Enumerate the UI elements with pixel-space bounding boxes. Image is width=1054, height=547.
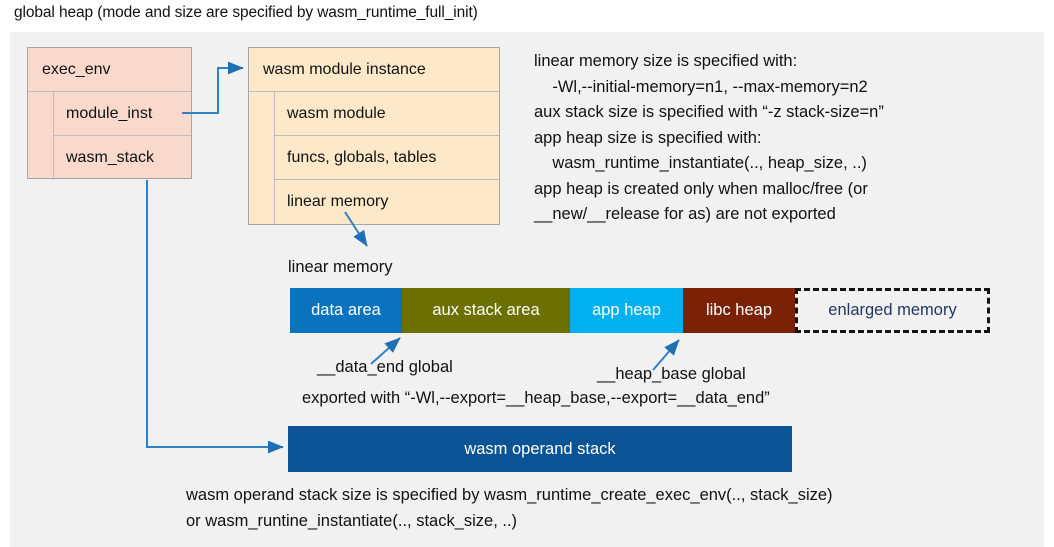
annotation-exported-with: exported with “-Wl,--export=__heap_base,… bbox=[302, 389, 770, 407]
memory-segment-enlarged-memory: enlarged memory bbox=[795, 288, 990, 333]
annotation-heap-base: __heap_base global bbox=[597, 365, 746, 383]
memory-segment-app-heap: app heap bbox=[570, 288, 683, 333]
exec-env-header: exec_env bbox=[28, 48, 191, 92]
wasm-operand-stack-box: wasm operand stack bbox=[288, 426, 792, 472]
exec-env-row-wasm-stack: wasm_stack bbox=[66, 149, 155, 166]
exec-env-gutter bbox=[28, 92, 54, 180]
module-instance-row-wasm-module: wasm module bbox=[275, 92, 499, 136]
memory-segment-data-area: data area bbox=[290, 288, 402, 333]
module-instance-gutter bbox=[249, 92, 275, 224]
exec-env-rows: module_inst wasm_stack bbox=[28, 92, 191, 180]
memory-segment-aux-stack-area: aux stack area bbox=[402, 288, 570, 333]
exec-env-row-module-inst: module_inst bbox=[54, 92, 191, 136]
annotation-data-end: __data_end global bbox=[317, 358, 453, 376]
module-instance-row-linear-memory: linear memory bbox=[287, 193, 389, 210]
linear-memory-notes: linear memory size is specified with: -W… bbox=[534, 52, 884, 223]
exec-env-box: exec_env module_inst wasm_stack bbox=[27, 47, 192, 180]
module-instance-rows: wasm module funcs, globals, tables linea… bbox=[249, 92, 499, 224]
page-title: global heap (mode and size are specified… bbox=[14, 4, 478, 21]
memory-segment-libc-heap: libc heap bbox=[683, 288, 795, 333]
exec-env-rowlist: module_inst wasm_stack bbox=[54, 92, 191, 180]
operand-stack-notes: wasm operand stack size is specified by … bbox=[186, 486, 833, 530]
module-instance-row-funcs-globals-tables: funcs, globals, tables bbox=[275, 136, 499, 180]
wasm-module-instance-box: wasm module instance wasm module funcs, … bbox=[248, 47, 500, 225]
linear-memory-label: linear memory bbox=[288, 258, 393, 276]
module-instance-rowlist: wasm module funcs, globals, tables linea… bbox=[275, 92, 499, 224]
module-instance-header: wasm module instance bbox=[249, 48, 499, 92]
